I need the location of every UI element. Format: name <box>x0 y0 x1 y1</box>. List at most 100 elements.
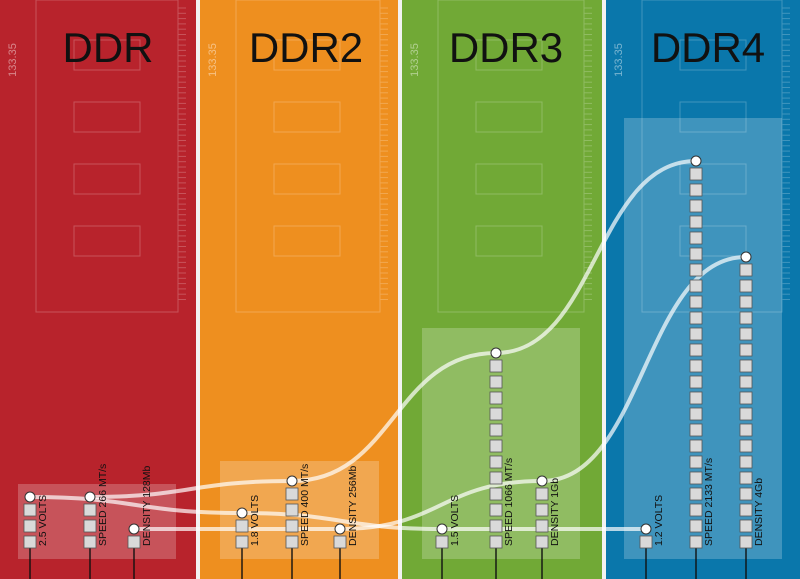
module-chip <box>679 39 747 71</box>
stack-box <box>489 487 503 501</box>
stack-box <box>689 503 703 517</box>
module-chip <box>73 101 141 133</box>
stack-box <box>689 439 703 453</box>
stack-marker <box>690 155 702 167</box>
stack-box <box>689 183 703 197</box>
stack-box <box>689 407 703 421</box>
stack-box <box>739 311 753 325</box>
stack-box <box>435 535 449 549</box>
chip-label: 133.35 <box>7 43 19 77</box>
stack-marker <box>334 523 346 535</box>
module-board <box>35 0 179 313</box>
module-chip <box>73 163 141 195</box>
density-label: DENSITY 4Gb <box>753 478 765 546</box>
module-chip <box>475 101 543 133</box>
stack-box <box>689 327 703 341</box>
stack-box <box>489 439 503 453</box>
density-label: DENSITY 256Mb <box>347 466 359 546</box>
speed-label: SPEED 400 MT/s <box>299 464 311 546</box>
module-chip <box>475 163 543 195</box>
stack-box <box>689 215 703 229</box>
volts-stack: 2.5 VOLTS <box>23 491 49 579</box>
stack-box <box>689 311 703 325</box>
stack-box <box>333 535 347 549</box>
module-chip <box>273 163 341 195</box>
stack-marker <box>740 251 752 263</box>
speed-stack: SPEED 2133 MT/s <box>689 155 715 579</box>
speed-stack: SPEED 1066 MT/s <box>489 347 515 579</box>
stack-box <box>739 375 753 389</box>
module-chip <box>273 101 341 133</box>
stack-marker <box>286 475 298 487</box>
stack-box <box>639 535 653 549</box>
connector-curve <box>541 255 747 483</box>
stack-box <box>535 519 549 533</box>
stack-box <box>489 519 503 533</box>
stack-box <box>235 519 249 533</box>
stack-box <box>689 423 703 437</box>
stack-box <box>739 503 753 517</box>
stack-box <box>739 407 753 421</box>
stack-box <box>535 503 549 517</box>
stack-box <box>739 439 753 453</box>
stack-marker <box>436 523 448 535</box>
stack-box <box>689 455 703 469</box>
highlight-box <box>624 118 782 559</box>
stack-box <box>489 359 503 373</box>
stack-box <box>489 535 503 549</box>
stack-marker <box>24 491 36 503</box>
stack-box <box>489 471 503 485</box>
module-chip <box>73 39 141 71</box>
volts-stack: 1.5 VOLTS <box>435 495 461 579</box>
panel-divider <box>398 0 402 579</box>
memory-module-outline <box>235 0 388 313</box>
stack-box <box>689 375 703 389</box>
stack-box <box>689 391 703 405</box>
module-chip <box>679 101 747 133</box>
density-stack: DENSITY 1Gb <box>535 475 561 579</box>
stack-box <box>739 327 753 341</box>
density-label: DENSITY 128Mb <box>141 466 153 546</box>
stack-box <box>535 535 549 549</box>
connector-curve <box>29 495 243 515</box>
stack-box <box>689 359 703 373</box>
speed-label: SPEED 1066 MT/s <box>503 458 515 546</box>
stack-box <box>739 279 753 293</box>
stack-box <box>489 407 503 421</box>
stack-box <box>689 535 703 549</box>
panel-background <box>0 0 196 579</box>
speed-stack: SPEED 266 MT/s <box>83 464 109 579</box>
stack-box <box>739 359 753 373</box>
stack-box <box>235 535 249 549</box>
stack-box <box>689 471 703 485</box>
stack-box <box>739 471 753 485</box>
stack-box <box>739 263 753 277</box>
speed-label: SPEED 2133 MT/s <box>703 458 715 546</box>
panel-divider <box>196 0 200 579</box>
chip-label: 133.35 <box>207 43 219 77</box>
memory-module-outline <box>641 0 790 313</box>
stack-box <box>285 503 299 517</box>
stack-box <box>739 535 753 549</box>
column-title: DDR2 <box>249 24 363 71</box>
stack-box <box>739 487 753 501</box>
memory-module-outline <box>437 0 592 313</box>
stack-box <box>689 247 703 261</box>
chip-label: 133.35 <box>409 43 421 77</box>
stack-box <box>23 535 37 549</box>
stack-box <box>285 535 299 549</box>
stack-box <box>689 519 703 533</box>
volts-stack: 1.8 VOLTS <box>235 495 261 579</box>
module-chip <box>475 39 543 71</box>
module-chip <box>73 225 141 257</box>
stack-box <box>689 167 703 181</box>
module-board <box>235 0 381 313</box>
speed-label: SPEED 266 MT/s <box>97 464 109 546</box>
stack-box <box>285 519 299 533</box>
stack-box <box>127 535 141 549</box>
stack-box <box>83 503 97 517</box>
stack-box <box>689 279 703 293</box>
stack-box <box>489 375 503 389</box>
